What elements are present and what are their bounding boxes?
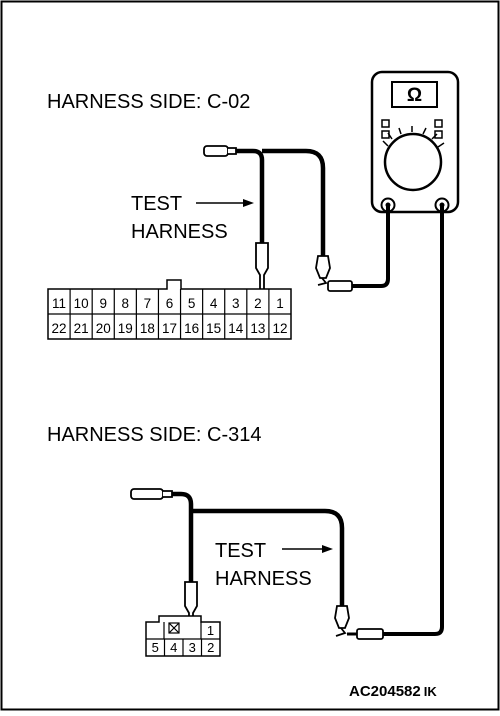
meter-lead-right <box>383 205 444 636</box>
meter-switch <box>381 130 390 139</box>
pin-label-c02: 14 <box>228 321 244 336</box>
arrow-icon <box>282 545 333 553</box>
pin-label-c02: 7 <box>144 296 152 311</box>
test-harness-label-top-line1: TEST <box>131 193 182 215</box>
pin-label-c02: 9 <box>99 296 107 311</box>
pin-label-c314: 1 <box>207 623 214 638</box>
harness-title-c314: HARNESS SIDE: C-314 <box>47 424 262 446</box>
pin-label-c02: 2 <box>254 296 262 311</box>
pin-label-c314: 5 <box>152 640 159 655</box>
test-harness-bottom <box>130 488 384 640</box>
test-harness-label-top-line2: HARNESS <box>131 221 228 243</box>
multimeter: Ω <box>370 70 460 214</box>
harness-title-c02: HARNESS SIDE: C-02 <box>47 91 250 113</box>
pin-label-c02: 6 <box>166 296 174 311</box>
pin-label-c02: 4 <box>210 296 218 311</box>
meter-switch <box>381 119 390 128</box>
pin-label-c02: 16 <box>184 321 199 336</box>
pin-label-c02: 19 <box>118 321 133 336</box>
pin-label-c02: 8 <box>122 296 130 311</box>
pin-label-c02: 22 <box>52 321 67 336</box>
pin-label-c02: 10 <box>74 296 89 311</box>
test-harness-label-bottom-line2: HARNESS <box>215 568 312 590</box>
pin-label-c02: 18 <box>140 321 155 336</box>
pin-label-c02: 11 <box>52 296 66 311</box>
pin-label-c314: 2 <box>207 640 214 655</box>
pin-label-c02: 5 <box>188 296 196 311</box>
pin-label-c02: 20 <box>96 321 111 336</box>
pin-label-c02: 13 <box>250 321 265 336</box>
pin-label-c02: 3 <box>232 296 240 311</box>
ohm-symbol: Ω <box>407 85 422 106</box>
pin-label-c02: 15 <box>206 321 221 336</box>
meter-display <box>391 81 438 108</box>
test-harness-top <box>203 145 390 293</box>
meter-switch <box>434 130 443 139</box>
pin-label-c02: 1 <box>276 296 284 311</box>
meter-switch <box>434 119 443 128</box>
test-harness-label-bottom-line1: TEST <box>215 540 266 562</box>
pin-label-c02: 12 <box>272 321 287 336</box>
meter-dial <box>383 132 443 192</box>
pin-label-c02: 17 <box>162 321 177 336</box>
pin-label-c314: 4 <box>170 640 177 655</box>
arrow-icon <box>196 199 254 207</box>
pin-label-c02: 21 <box>74 321 89 336</box>
pin-label-c314: 3 <box>189 640 196 655</box>
